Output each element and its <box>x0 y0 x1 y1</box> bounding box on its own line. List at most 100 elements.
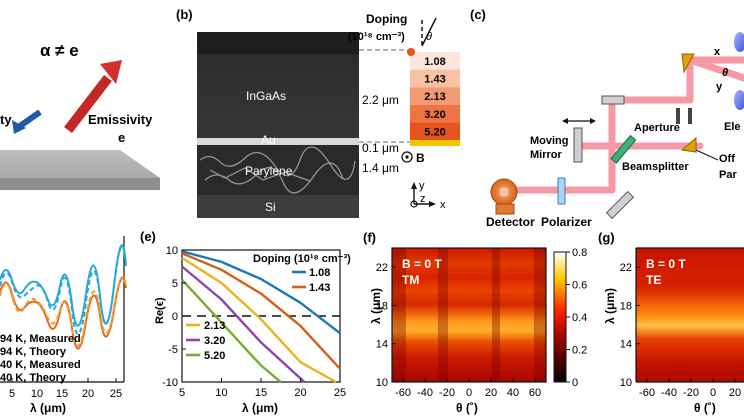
panel-f-ytick-label: 18 <box>376 300 388 312</box>
off-label: Off <box>719 153 735 165</box>
emissivity-symbol: e <box>118 130 125 145</box>
panel-e-legend-label: 3.20 <box>204 335 225 347</box>
panel-e-ytick-label: 5 <box>172 278 178 290</box>
panel-d-curves <box>0 244 127 350</box>
panel-d-xlabel: λ (μm) <box>30 401 66 415</box>
doping-stack: 1.081.432.133.205.20 <box>410 52 460 146</box>
panel-g-xlabel: θ (˚) <box>694 401 716 415</box>
doping-unit: (10¹⁸ cm⁻³) <box>348 31 405 43</box>
b-field-icon <box>401 151 413 163</box>
panel-e-xlabel: λ (μm) <box>242 401 278 415</box>
panel-f-annotation-b: B = 0 T <box>402 257 442 271</box>
panel-f-label: (f) <box>363 230 376 245</box>
panel-d-xtick-label: 25 <box>110 388 122 400</box>
panel-e-series-3-20 <box>181 265 306 383</box>
ele-label: Ele <box>724 121 741 133</box>
parabolic-mirror-top <box>681 53 695 74</box>
panel-d-legend-0: 94 K, Measured <box>0 333 81 345</box>
panel-f-xtick-label: -60 <box>395 387 411 399</box>
panel-f-colorbar-ticks: 0.80.60.40.20 <box>566 247 587 389</box>
panel-f-cbar-tick-label: 0.6 <box>572 280 587 292</box>
panel-e-xtick-label: 25 <box>334 387 346 399</box>
panel-d-xtick-label: 20 <box>82 388 94 400</box>
au-label: Au <box>261 133 276 147</box>
doping-layer-4 <box>410 104 460 123</box>
polarizer-label: Polarizer <box>541 215 592 229</box>
par-label: Par <box>719 169 737 181</box>
c-axis-y: y <box>716 81 723 93</box>
panel-g-xtick-label: -60 <box>639 387 655 399</box>
parabolic-leader <box>695 149 719 161</box>
panel-g-annotation-mode: TE <box>646 273 661 287</box>
panel-b: (b) InGaAs Au Parylene Si 2.2 μm 0.1 μm … <box>176 7 460 218</box>
incidence-ray <box>421 17 437 47</box>
panel-f-cbar-tick-label: 0.4 <box>572 312 587 324</box>
panel-e-ytick-label: 0 <box>172 311 178 323</box>
panel-g-ytick-label: 22 <box>620 262 632 274</box>
panel-e-xtick-label: 5 <box>179 387 185 399</box>
parylene-thickness: 1.4 μm <box>362 161 399 175</box>
panel-g-ytick-label: 14 <box>620 339 632 351</box>
moving-mirror-label-1: Moving <box>530 135 569 147</box>
panel-f-xtick-label: 20 <box>485 387 497 399</box>
axis-y-label: y <box>419 180 425 192</box>
aperture-right <box>688 108 692 124</box>
panel-g-ytick-label: 10 <box>620 377 632 389</box>
panel-g-ytick-label: 18 <box>620 300 632 312</box>
panel-e-ytick-label: -10 <box>162 377 178 389</box>
panel-f-cbar-tick-label: 0 <box>572 377 578 389</box>
panel-d-xtick-label: 5 <box>9 388 15 400</box>
sem-top-band <box>197 32 359 54</box>
doping-value-2: 1.43 <box>424 74 445 86</box>
panel-d-legend-2: 40 K, Measured <box>0 359 81 371</box>
panel-e-series-5-20 <box>181 278 282 383</box>
panel-e-label: (e) <box>140 229 156 244</box>
doping-value-4: 3.20 <box>424 109 445 121</box>
panel-g-xtick-label: -20 <box>683 387 699 399</box>
panel-f-annotation-mode: TM <box>402 273 419 287</box>
panel-f-cbar-tick-label: 0.8 <box>572 247 587 259</box>
panel-e-series <box>181 250 341 384</box>
polarizer <box>557 177 566 205</box>
beamsplitter <box>610 134 637 164</box>
panel-d-xtick-label: 15 <box>56 388 68 400</box>
electromagnet-bottom <box>734 90 744 110</box>
si-layer <box>197 195 359 218</box>
beam-path <box>496 56 744 194</box>
c-theta: θ <box>722 67 728 79</box>
axis-x-label: x <box>440 199 446 211</box>
panel-e-legend-label: 2.13 <box>204 320 225 332</box>
panel-e-legend: 1.081.432.133.205.20 <box>186 267 330 362</box>
panel-c: (c) Moving Mirror Beamsplitter Aperture <box>470 7 744 229</box>
moving-mirror-label-2: Mirror <box>530 149 563 161</box>
parylene-label: Parylene <box>245 164 293 178</box>
aperture-left <box>676 108 680 124</box>
slab-top <box>0 150 160 178</box>
fixed-mirror <box>601 95 625 105</box>
panel-g-xtick-label: 0 <box>710 387 716 399</box>
emissivity-label: Emissivity <box>88 112 153 127</box>
panel-d-legend-3: 40 K, Theory <box>0 372 67 384</box>
panel-e-legend-label: 1.43 <box>309 282 330 294</box>
panel-e-ytick-label: 10 <box>166 245 178 257</box>
au-thickness: 0.1 μm <box>362 141 399 155</box>
panel-e-xtick-label: 10 <box>215 387 227 399</box>
parabolic-mirror-bottom <box>680 136 697 153</box>
doping-title: Doping <box>366 12 407 26</box>
doping-layer-1 <box>410 52 460 70</box>
panel-g-xtick-label: 20 <box>729 387 741 399</box>
panel-e-xtick-label: 15 <box>255 387 267 399</box>
theta-symbol: θ <box>426 31 432 43</box>
panel-f-xtick-label: 60 <box>529 387 541 399</box>
lower-mirror <box>605 190 635 220</box>
panel-b-label: (b) <box>176 7 193 22</box>
panel-e-legend-label: 1.08 <box>309 267 330 279</box>
c-axis-x: x <box>714 46 721 58</box>
panel-f-xtick-label: -20 <box>439 387 455 399</box>
